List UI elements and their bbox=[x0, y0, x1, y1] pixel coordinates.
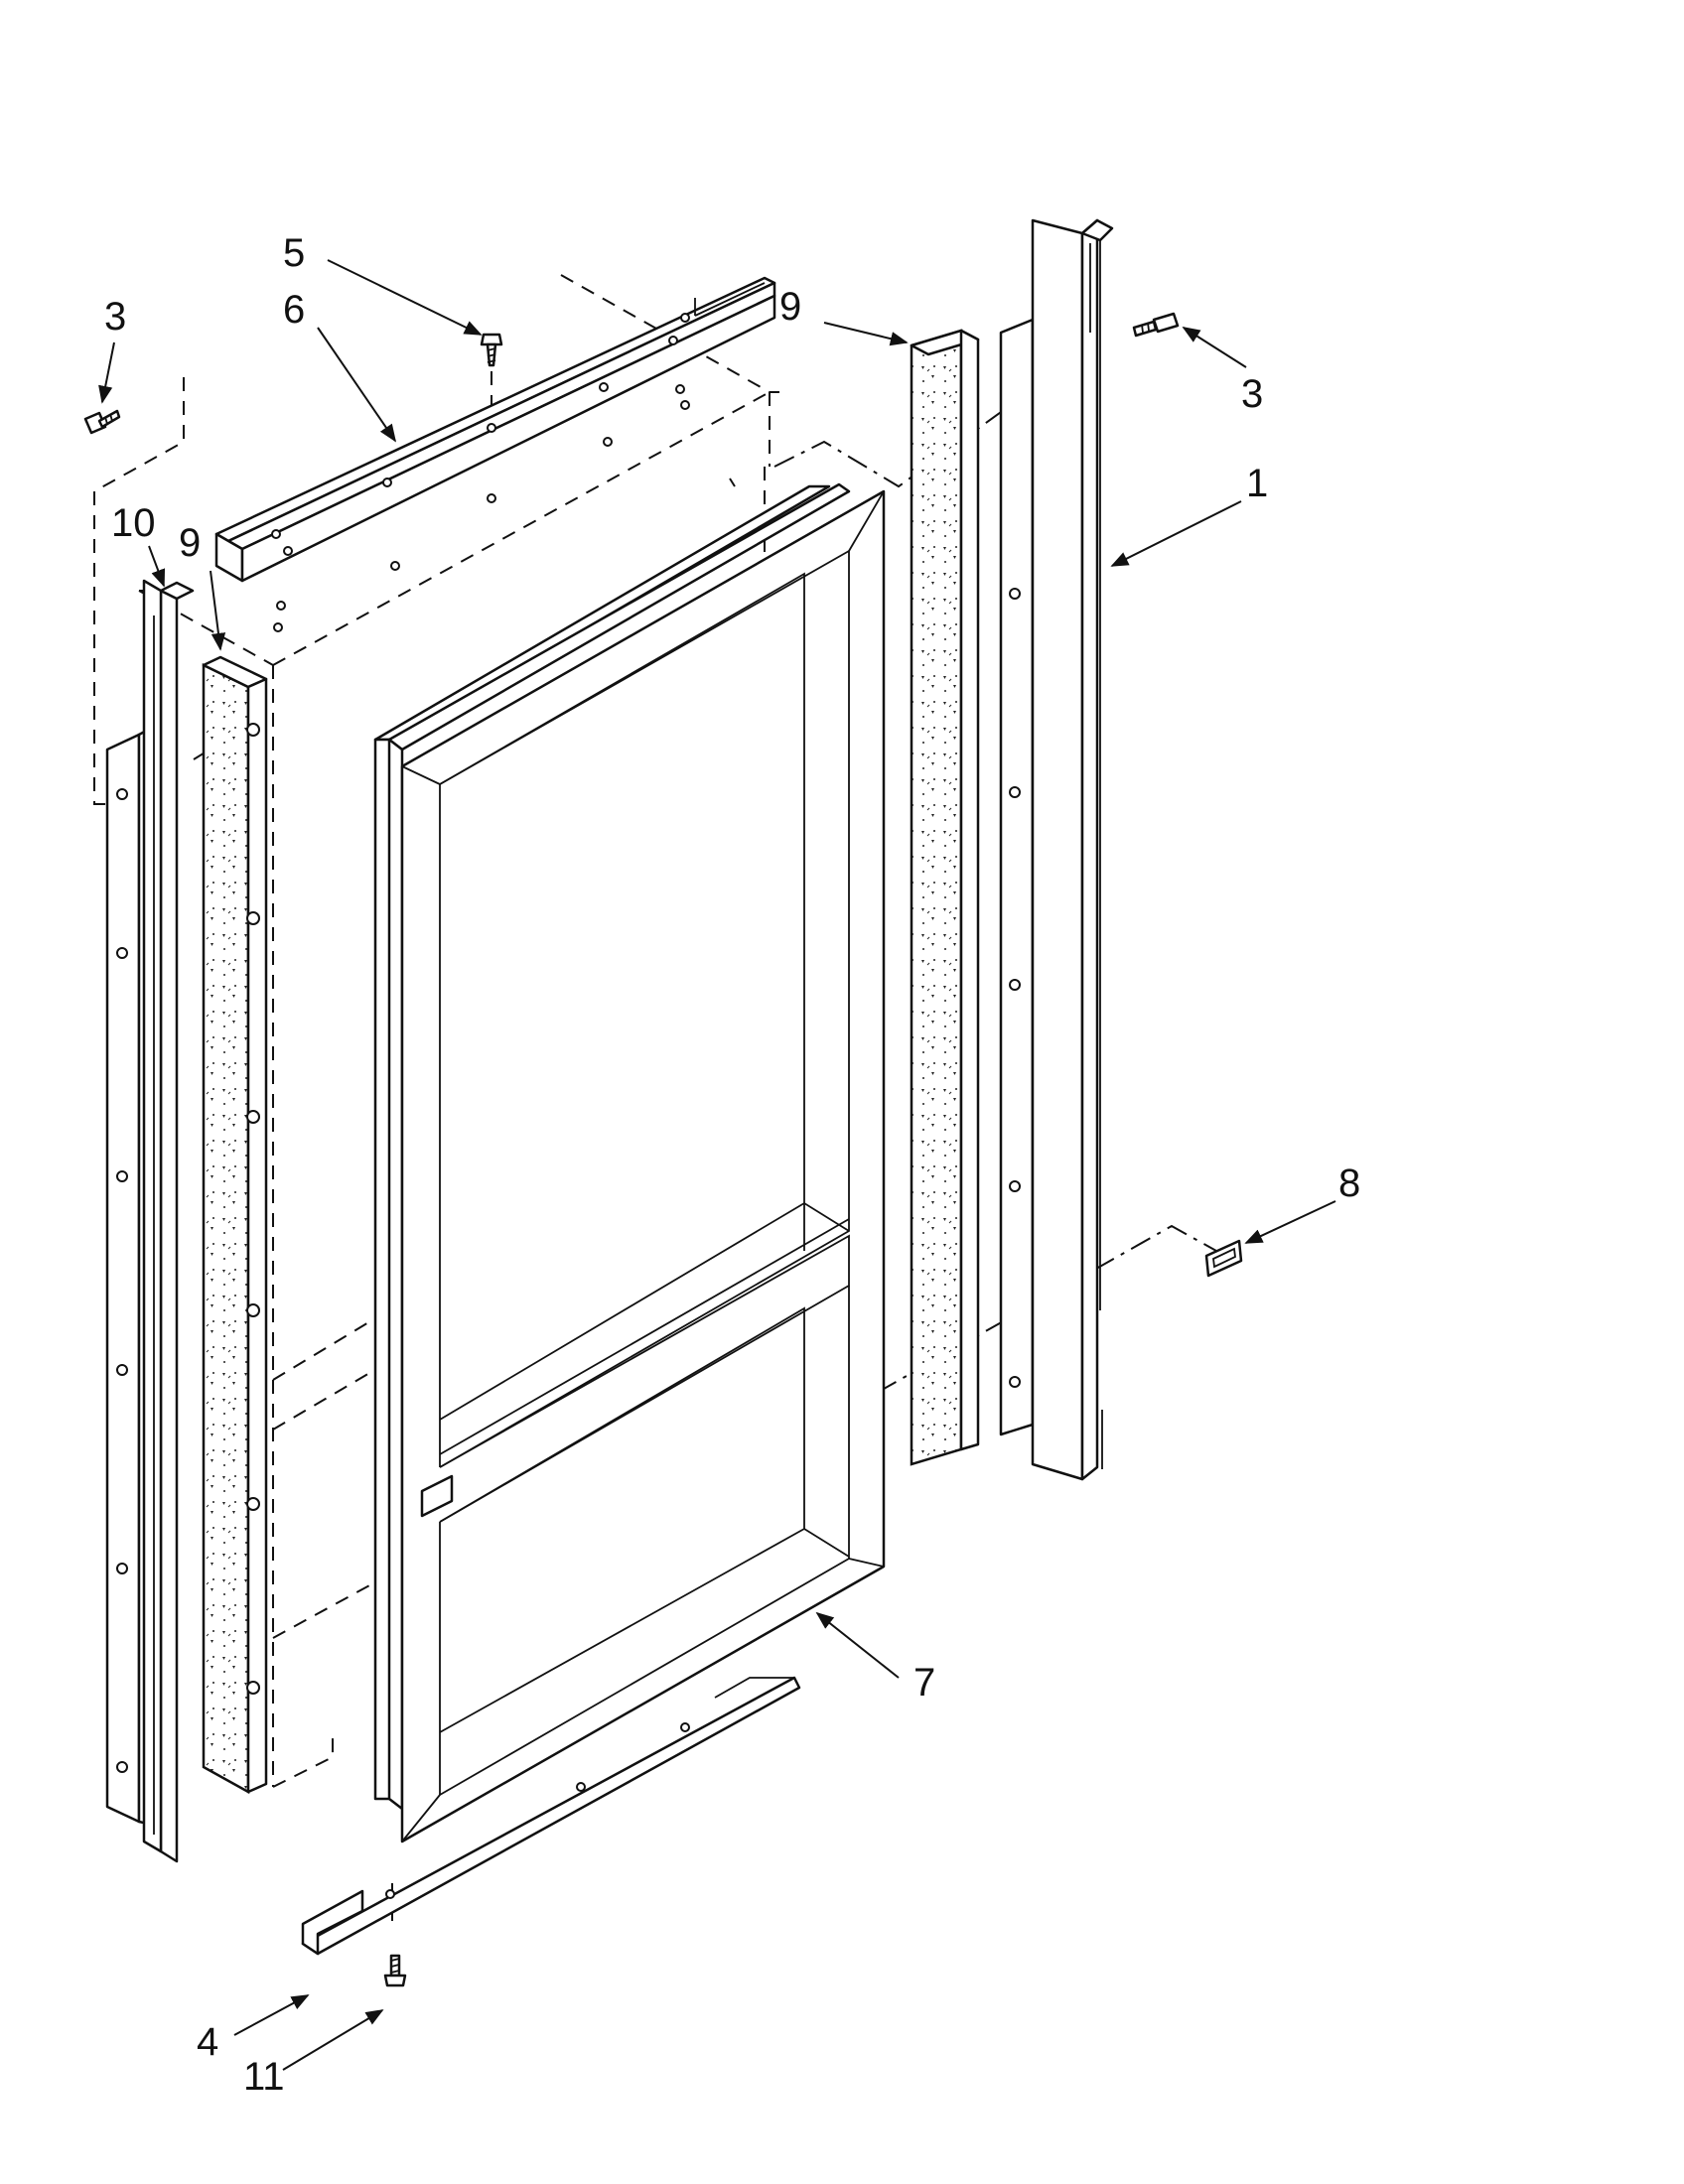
leader-lines bbox=[98, 259, 1336, 2071]
callout-7: 7 bbox=[913, 1661, 935, 1705]
callout-11: 11 bbox=[243, 2055, 285, 2099]
part-10-left-channel bbox=[105, 579, 195, 1863]
callout-9-right: 9 bbox=[779, 285, 801, 329]
part-8-latch-clip bbox=[1204, 1239, 1243, 1278]
part-9-left-foam-strip bbox=[202, 655, 268, 1795]
callout-4: 4 bbox=[197, 2020, 218, 2064]
callout-6: 6 bbox=[283, 288, 305, 332]
part-9-right-foam-strip bbox=[910, 329, 1020, 1466]
callout-3-left: 3 bbox=[104, 295, 126, 339]
part-5-screw bbox=[480, 333, 503, 503]
part-3-left-screw bbox=[83, 409, 121, 435]
part-6-top-strip bbox=[214, 276, 776, 632]
callouts: 3 5 6 9 10 9 3 1 8 7 4 11 bbox=[104, 231, 1360, 2099]
callout-8: 8 bbox=[1338, 1161, 1360, 1205]
part-11-screw bbox=[383, 1954, 407, 1987]
part-3-right-screw bbox=[1132, 312, 1180, 338]
callout-10: 10 bbox=[111, 501, 156, 545]
part-1-right-channel bbox=[1031, 218, 1114, 1481]
callout-9-left: 9 bbox=[179, 521, 201, 565]
part-7-door-frame bbox=[373, 482, 886, 1843]
callout-1: 1 bbox=[1246, 462, 1268, 505]
callout-3-right: 3 bbox=[1241, 372, 1263, 416]
callout-5: 5 bbox=[283, 231, 305, 275]
part-4-bottom-strip bbox=[301, 1676, 801, 1956]
